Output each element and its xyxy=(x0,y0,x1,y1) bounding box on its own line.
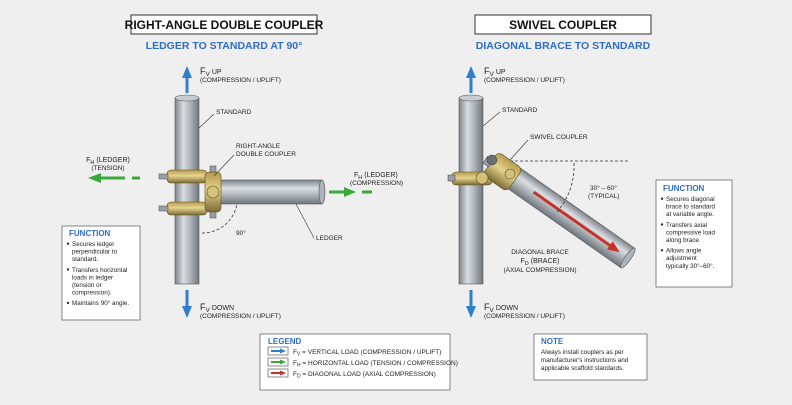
legend-swatch-arrowhead xyxy=(280,370,286,376)
right-fv-up-note: (COMPRESSION / UPLIFT) xyxy=(484,77,565,84)
right-coupler-label: SWIVEL COUPLER xyxy=(530,134,588,141)
right-function-item-line: compressive load xyxy=(666,229,715,236)
left-ledger-end-cap xyxy=(318,179,326,205)
note-title: NOTE xyxy=(541,337,564,346)
right-function-bullet xyxy=(660,223,664,226)
left-function-item-line: (tension or xyxy=(72,282,102,289)
left-angle-label: 90° xyxy=(236,229,246,237)
left-fv-up-note: (COMPRESSION / UPLIFT) xyxy=(200,77,281,84)
right-fv-down-note: (COMPRESSION / UPLIFT) xyxy=(484,313,565,320)
legend-row-text: FH = HORIZONTAL LOAD (TENSION / COMPRESS… xyxy=(293,360,458,369)
swivel-coupler xyxy=(447,153,522,191)
right-angle-note: (TYPICAL) xyxy=(588,193,619,200)
note-box: NOTE Always install couplers as permanuf… xyxy=(533,333,648,381)
left-title: RIGHT-ANGLE DOUBLE COUPLER xyxy=(125,18,324,32)
legend-box: LEGEND FV = VERTICAL LOAD (COMPRESSION /… xyxy=(259,333,458,391)
right-function-title: FUNCTION xyxy=(663,184,705,193)
right-standard-top-cap xyxy=(458,94,484,102)
fd-arrow-head xyxy=(606,241,620,253)
right-subtitle: DIAGONAL BRACE TO STANDARD xyxy=(476,40,651,52)
left-function-bullet xyxy=(66,242,70,245)
left-function-item-line: perpendicular to xyxy=(72,249,118,256)
right-panel: SWIVEL COUPLER DIAGONAL BRACE TO STANDAR… xyxy=(447,14,733,320)
legend-swatch-arrowhead xyxy=(280,348,286,354)
right-function-bullet xyxy=(660,249,664,252)
left-standard-top-cap xyxy=(174,94,200,102)
right-coupler-leader xyxy=(509,139,529,161)
right-brace-label: DIAGONAL BRACE xyxy=(511,249,569,256)
left-ledger-label: LEDGER xyxy=(316,235,343,242)
fh-left-arrow-head xyxy=(88,173,101,183)
right-function-item-line: at variable angle. xyxy=(666,211,714,218)
left-standard-label: STANDARD xyxy=(216,109,252,116)
fv-down-arrow-head xyxy=(182,306,192,318)
left-function-bullet xyxy=(66,301,70,305)
left-function-item-line: loads in ledger xyxy=(72,274,113,281)
right-standard-leader xyxy=(482,111,501,127)
left-function-item-line: standard. xyxy=(72,256,99,263)
right-standard-label: STANDARD xyxy=(502,107,538,114)
legend-swatch-arrowhead xyxy=(280,359,286,365)
left-standard-leader xyxy=(198,113,215,129)
left-coupler-label-2: DOUBLE COUPLER xyxy=(236,151,296,158)
right-angle-arc xyxy=(556,162,575,213)
right-title-box xyxy=(474,14,652,35)
right-angle-double-coupler xyxy=(158,165,222,219)
left-function-title: FUNCTION xyxy=(69,229,111,238)
left-ledger-leader xyxy=(295,203,315,239)
left-fv-down-note: (COMPRESSION / UPLIFT) xyxy=(200,313,281,320)
left-function-item-line: Maintains 90° angle. xyxy=(72,299,129,307)
left-subtitle: LEDGER TO STANDARD AT 90° xyxy=(146,40,303,52)
right-function-item-line: brace to standard xyxy=(666,204,716,211)
fd-arrow-shaft xyxy=(532,190,611,247)
right-angle-range: 30° – 60° xyxy=(590,184,617,192)
left-function-item-line: Secures ledger xyxy=(72,241,114,248)
legend-row-text: FV = VERTICAL LOAD (COMPRESSION / UPLIFT… xyxy=(293,349,441,358)
left-title-box xyxy=(130,14,318,35)
legend-row-text: FD = DIAGONAL LOAD (AXIAL COMPRESSION) xyxy=(293,371,436,380)
fh-right-arrow-head xyxy=(344,187,356,197)
right-function-item-line: Transfers axial xyxy=(666,222,707,229)
left-fh-right-label: FH(LEDGER) xyxy=(354,172,398,181)
right-function-item-line: typically 30°–60°. xyxy=(666,262,715,270)
right-title: SWIVEL COUPLER xyxy=(509,18,617,32)
left-fh-left-note: (TENSION) xyxy=(91,165,124,172)
right-standard-tube xyxy=(458,97,484,285)
left-function-item-line: Transfers horizontal xyxy=(72,267,127,274)
left-panel: RIGHT-ANGLE DOUBLE COUPLER LEDGER TO STA… xyxy=(61,14,403,321)
fv-up-arrow-head xyxy=(182,66,192,78)
right-function-item-line: Secures diagonal xyxy=(666,196,715,203)
right-fd-label: FD(BRACE) xyxy=(520,258,559,267)
right-function-item-line: Allows angle xyxy=(666,248,702,255)
left-fh-left-label: FH(LEDGER) xyxy=(86,157,130,166)
legend-title: LEGEND xyxy=(268,337,302,346)
left-function-bullet xyxy=(66,268,70,271)
left-coupler-label-1: RIGHT-ANGLE xyxy=(236,143,281,150)
right-function-item-line: adjustment xyxy=(666,255,697,262)
right-fv-up-arrow-head xyxy=(466,66,476,78)
left-coupler-leader xyxy=(213,154,235,177)
left-fh-right-note: (COMPRESSION) xyxy=(350,180,403,187)
left-ledger-tube xyxy=(209,179,323,205)
left-standard-tube xyxy=(174,97,200,285)
note-line: Always install couplers as per xyxy=(541,349,624,356)
note-line: manufacturer's instructions and xyxy=(541,357,629,364)
left-90-angle-arc xyxy=(201,203,238,234)
note-line: applicable scaffold standards. xyxy=(541,365,624,372)
left-function-item-line: compression). xyxy=(72,290,112,297)
right-brace-note: (AXIAL COMPRESSION) xyxy=(503,267,576,274)
right-function-item-line: along brace. xyxy=(666,237,701,244)
diagonal-brace xyxy=(497,161,636,269)
right-function-bullet xyxy=(660,197,664,200)
right-fv-down-arrow-head xyxy=(466,306,476,318)
